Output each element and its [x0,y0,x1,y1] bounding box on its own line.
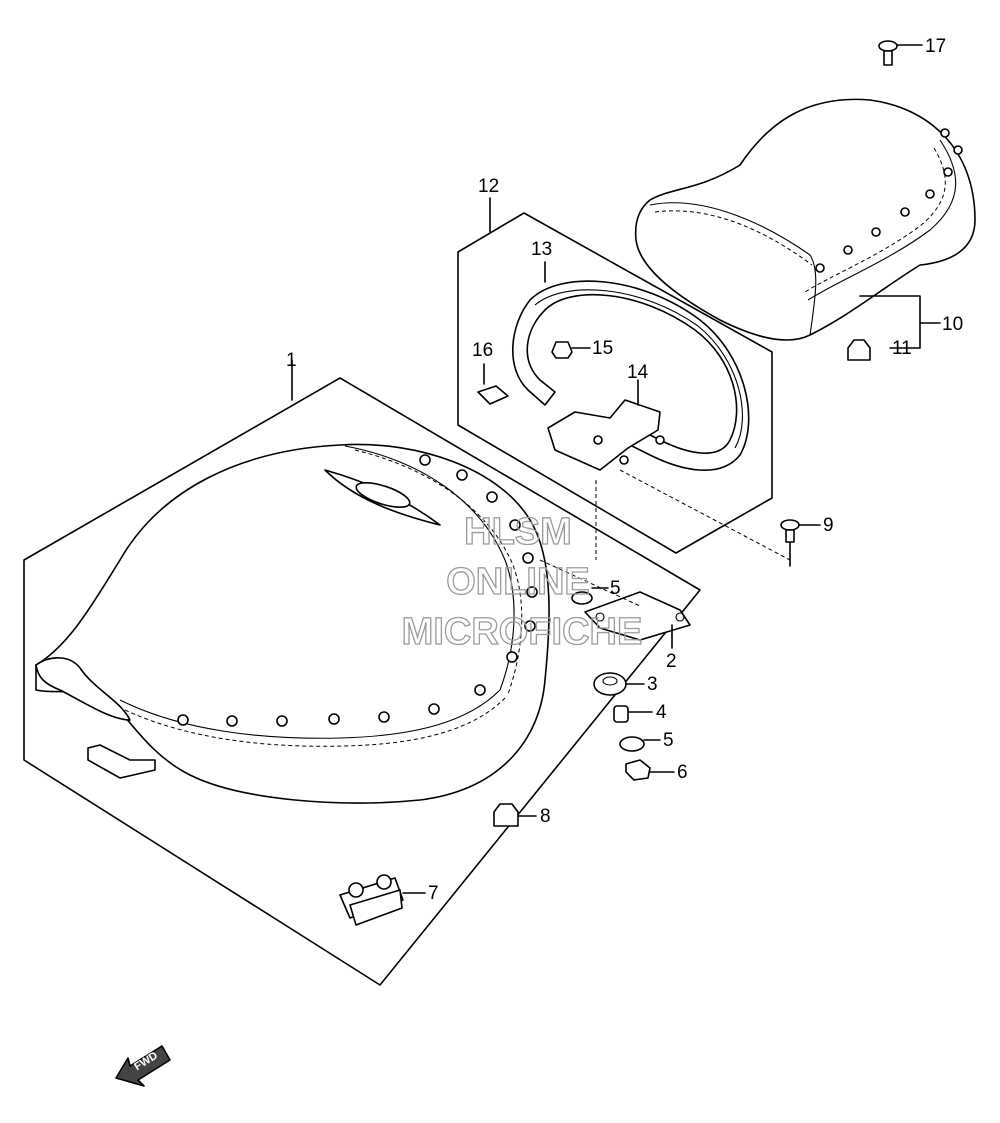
part-3-grommet[interactable] [593,672,627,696]
fwd-direction-arrow: FWD [115,1045,171,1087]
passenger-seat-group: 10 11 [634,98,976,361]
front-seat[interactable] [35,443,550,804]
callout-6[interactable]: 6 [677,762,688,783]
callout-8[interactable]: 8 [540,806,551,827]
part-15-nut[interactable] [551,341,573,359]
backrest-boundary [457,212,773,554]
callout-2[interactable]: 2 [666,651,677,672]
callout-15[interactable]: 15 [592,338,613,359]
part-4-collar[interactable] [613,705,629,723]
passenger-seat-studs [815,128,963,273]
svg-text:ONLINE: ONLINE [446,561,590,603]
part-5-washer-upper[interactable] [571,591,593,605]
front-seat-group: 1 8 [23,350,701,986]
part-6-nut[interactable] [625,759,651,781]
part-8-cushion[interactable] [493,803,519,827]
callout-13[interactable]: 13 [531,239,552,260]
part-14-plate[interactable] [547,399,661,471]
part-16-pad[interactable] [477,385,509,405]
seat-studs [177,454,538,727]
callout-4[interactable]: 4 [656,702,667,723]
callout-16[interactable]: 16 [472,340,493,361]
part-13-frame[interactable] [511,280,750,472]
backrest-group: 12 13 15 14 16 [457,176,773,554]
watermark: HLSM ONLINE MICROFICHE [401,510,643,653]
front-seat-boundary [23,377,701,986]
part-5-washer-lower[interactable] [619,736,645,752]
callout-7[interactable]: 7 [428,883,439,904]
callout-11[interactable]: 11 [892,338,912,359]
callout-5b[interactable]: 5 [663,730,674,751]
svg-text:HLSM: HLSM [464,511,572,553]
callout-12[interactable]: 12 [478,176,499,197]
svg-text:MICROFICHE: MICROFICHE [402,611,643,653]
part-9-bolt[interactable] [780,519,800,543]
callout-14[interactable]: 14 [627,362,649,383]
part-17-screw[interactable] [878,40,898,66]
part-10-passenger-seat[interactable] [634,98,976,341]
callout-17[interactable]: 17 [925,36,946,57]
callout-3[interactable]: 3 [647,674,658,695]
part-11-cushion[interactable] [847,339,871,361]
callout-5a[interactable]: 5 [610,578,621,599]
part-7-connector[interactable] [339,874,404,926]
part-2-bracket[interactable] [584,591,691,641]
callout-1[interactable]: 1 [286,350,297,371]
callout-10[interactable]: 10 [942,314,963,335]
callout-9[interactable]: 9 [823,515,834,536]
hardware-stack: 2 5 3 4 5 6 [539,480,691,783]
